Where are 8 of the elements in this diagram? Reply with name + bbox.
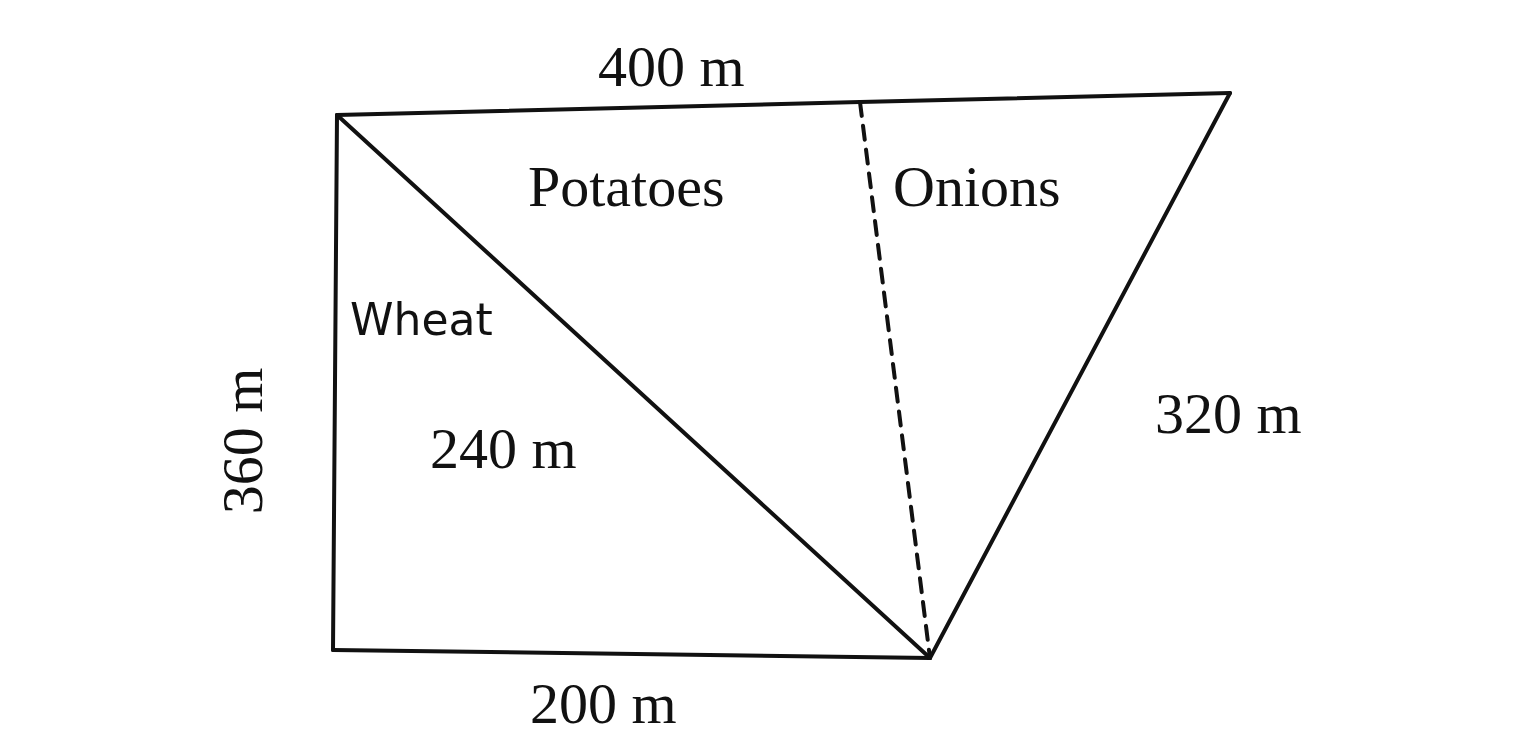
dimension-label: 200 m <box>530 675 677 733</box>
crop-label: Wheat <box>350 298 493 342</box>
dimension-label: 360 m <box>214 367 273 515</box>
dimension-label: 400 m <box>598 38 745 96</box>
crop-label: Onions <box>893 158 1061 216</box>
dimension-label: 240 m <box>430 420 577 478</box>
dimension-label: 320 m <box>1155 385 1302 443</box>
crop-label: Potatoes <box>528 158 725 216</box>
